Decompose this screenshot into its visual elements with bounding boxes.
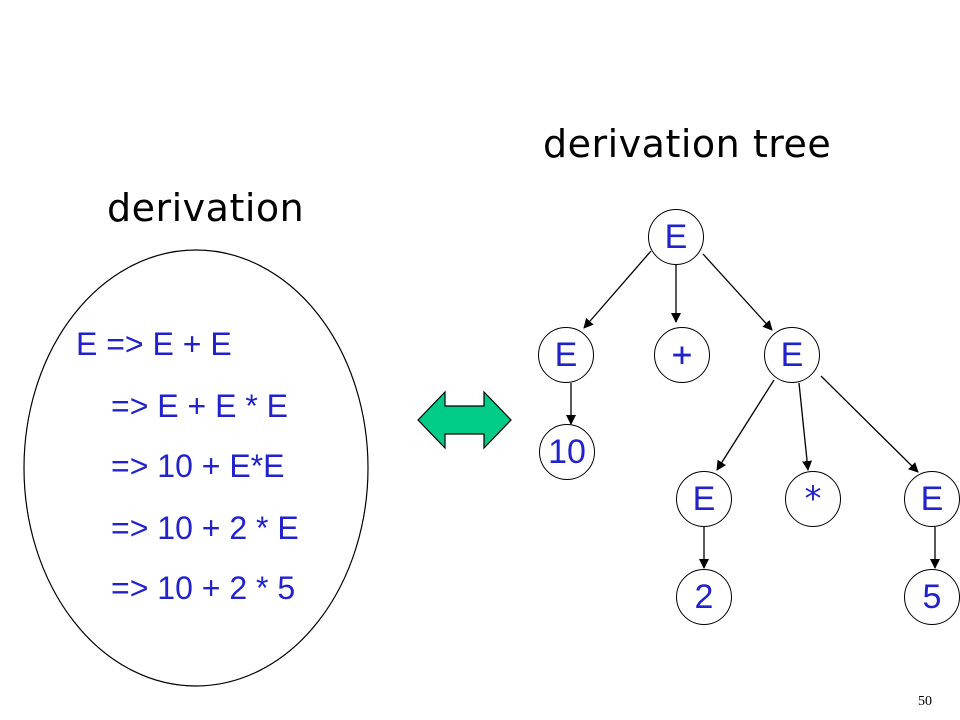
edge-right-e — [716, 379, 775, 471]
tree-node-star: * — [785, 471, 841, 527]
tree-node-e-right: E — [764, 327, 820, 383]
tree-node-e-mid: E — [676, 471, 732, 527]
derivation-step-2: => E + E * E — [111, 388, 288, 424]
derivation-ellipse — [23, 249, 369, 687]
tree-edges — [566, 250, 940, 569]
derivation-tree-title: derivation tree — [543, 122, 832, 166]
derivation-step-5: => 10 + 2 * 5 — [111, 570, 296, 606]
derivation-step-1: E => E + E — [76, 326, 232, 362]
edge-right-e2 — [820, 375, 919, 473]
derivation-step-3: => 10 + E*E — [111, 448, 285, 484]
derivation-title: derivation — [107, 186, 305, 230]
edge-right-star — [798, 382, 813, 471]
tree-node-root: E — [648, 209, 704, 265]
edge-root-right — [702, 253, 773, 331]
tree-node-e-left: E — [538, 327, 594, 383]
tree-node-2: 2 — [676, 569, 732, 625]
tree-node-10: 10 — [539, 424, 595, 480]
tree-node-5: 5 — [904, 569, 960, 625]
page-number: 50 — [918, 694, 932, 709]
edge-root-left — [583, 250, 652, 329]
tree-node-plus: + — [654, 327, 710, 383]
double-headed-arrow-icon — [417, 390, 512, 450]
derivation-step-4: => 10 + 2 * E — [111, 510, 299, 546]
tree-node-e-far: E — [904, 471, 960, 527]
